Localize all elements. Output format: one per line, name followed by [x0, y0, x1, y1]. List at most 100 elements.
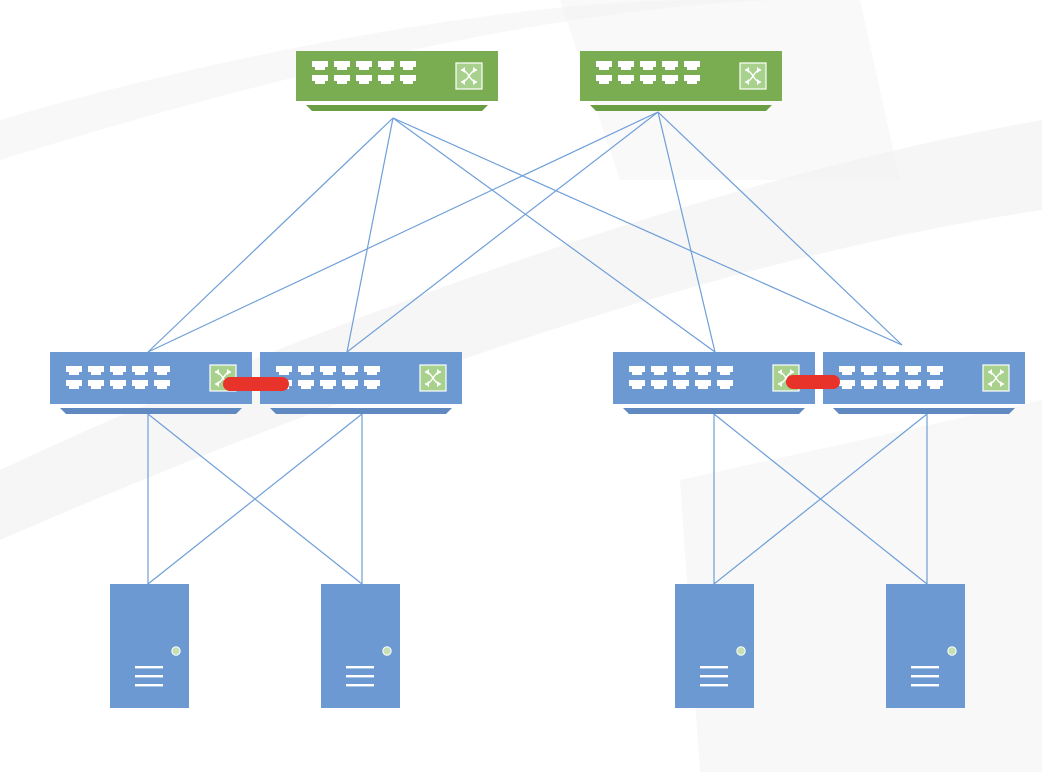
spine-2	[580, 51, 782, 111]
ethernet-port-icon	[154, 380, 170, 389]
uplink-spine-2-leaf-1	[147, 111, 659, 353]
ethernet-port-icon	[883, 380, 899, 389]
ethernet-port-icon	[640, 61, 656, 70]
server-drive-bay-icon	[346, 675, 374, 678]
server-3-body	[675, 584, 754, 708]
ethernet-port-icon	[839, 380, 855, 389]
switch-crossed-arrows-icon	[419, 364, 447, 392]
ethernet-port-icon	[154, 366, 170, 375]
uplink-spine-2-leaf-3	[657, 111, 716, 353]
ethernet-port-icon	[662, 61, 678, 70]
background-band	[0, 120, 1042, 540]
ethernet-port-icon	[673, 380, 689, 389]
leaf-3	[613, 352, 815, 414]
ethernet-port-icon	[378, 61, 394, 70]
ethernet-port-icon	[629, 380, 645, 389]
ethernet-port-icon	[618, 61, 634, 70]
leaf-4	[823, 352, 1025, 414]
server-drive-bay-icon	[346, 666, 374, 669]
ethernet-port-icon	[651, 380, 667, 389]
ethernet-port-icon	[927, 366, 943, 375]
leaf-2-base	[270, 408, 452, 414]
ethernet-port-icon	[717, 366, 733, 375]
ethernet-port-icon	[312, 61, 328, 70]
ethernet-port-icon	[378, 75, 394, 84]
switch-crossed-arrows-icon	[982, 364, 1010, 392]
ethernet-port-icon	[364, 380, 380, 389]
ethernet-port-icon	[110, 380, 126, 389]
spine-2-base	[590, 105, 772, 111]
server-4-body	[886, 584, 965, 708]
spine-1	[296, 51, 498, 111]
ethernet-port-icon	[334, 75, 350, 84]
ethernet-port-icon	[839, 366, 855, 375]
downlink-leaf-2-server-1	[147, 413, 363, 585]
leaf-1-base	[60, 408, 242, 414]
server-drive-bay-icon	[700, 675, 728, 678]
ethernet-port-icon	[684, 61, 700, 70]
uplink-spine-2-leaf-2	[346, 111, 659, 353]
ethernet-port-icon	[629, 366, 645, 375]
server-2-body	[321, 584, 400, 708]
spine-1-base	[306, 105, 488, 111]
uplink-spine-1-leaf-2	[346, 117, 394, 353]
server-drive-bay-icon	[700, 666, 728, 669]
ethernet-port-icon	[651, 366, 667, 375]
ethernet-port-icon	[905, 366, 921, 375]
ethernet-port-icon	[276, 366, 292, 375]
ethernet-port-icon	[695, 380, 711, 389]
downlink-leaf-4-server-3	[713, 413, 928, 585]
node-layer	[50, 51, 1025, 708]
server-1	[110, 584, 189, 708]
server-1-body	[110, 584, 189, 708]
ethernet-port-icon	[356, 61, 372, 70]
ethernet-port-icon	[717, 380, 733, 389]
ethernet-port-icon	[883, 366, 899, 375]
server-4	[886, 584, 965, 708]
leaf-3-base	[623, 408, 805, 414]
server-drive-bay-icon	[911, 666, 939, 669]
server-drive-bay-icon	[135, 666, 163, 669]
server-drive-bay-icon	[911, 675, 939, 678]
ethernet-port-icon	[596, 61, 612, 70]
ethernet-port-icon	[618, 75, 634, 84]
ethernet-port-icon	[400, 75, 416, 84]
ethernet-port-icon	[320, 380, 336, 389]
ethernet-port-icon	[88, 366, 104, 375]
ethernet-port-icon	[298, 366, 314, 375]
server-status-led-icon	[171, 646, 181, 656]
server-3	[675, 584, 754, 708]
leaf-2	[260, 352, 462, 414]
ethernet-port-icon	[861, 366, 877, 375]
link-layer	[147, 111, 928, 585]
ethernet-port-icon	[927, 380, 943, 389]
ethernet-port-icon	[684, 75, 700, 84]
ethernet-port-icon	[298, 380, 314, 389]
ethernet-port-icon	[695, 366, 711, 375]
ethernet-port-icon	[673, 366, 689, 375]
server-drive-bay-icon	[346, 684, 374, 687]
uplink-spine-1-leaf-1	[147, 117, 394, 353]
ethernet-port-icon	[342, 366, 358, 375]
server-drive-bay-icon	[135, 675, 163, 678]
ethernet-port-icon	[400, 61, 416, 70]
server-status-led-icon	[382, 646, 392, 656]
server-drive-bay-icon	[135, 684, 163, 687]
switch-crossed-arrows-icon	[739, 62, 767, 90]
server-status-led-icon	[736, 646, 746, 656]
peer-link-layer	[223, 375, 840, 391]
ethernet-port-icon	[662, 75, 678, 84]
ethernet-port-icon	[596, 75, 612, 84]
ethernet-port-icon	[312, 75, 328, 84]
ethernet-port-icon	[356, 75, 372, 84]
ethernet-port-icon	[66, 366, 82, 375]
ethernet-port-icon	[132, 380, 148, 389]
ethernet-port-icon	[132, 366, 148, 375]
switch-crossed-arrows-icon	[455, 62, 483, 90]
ethernet-port-icon	[334, 61, 350, 70]
leaf-4-base	[833, 408, 1015, 414]
ethernet-port-icon	[320, 366, 336, 375]
ethernet-port-icon	[861, 380, 877, 389]
ethernet-port-icon	[110, 366, 126, 375]
